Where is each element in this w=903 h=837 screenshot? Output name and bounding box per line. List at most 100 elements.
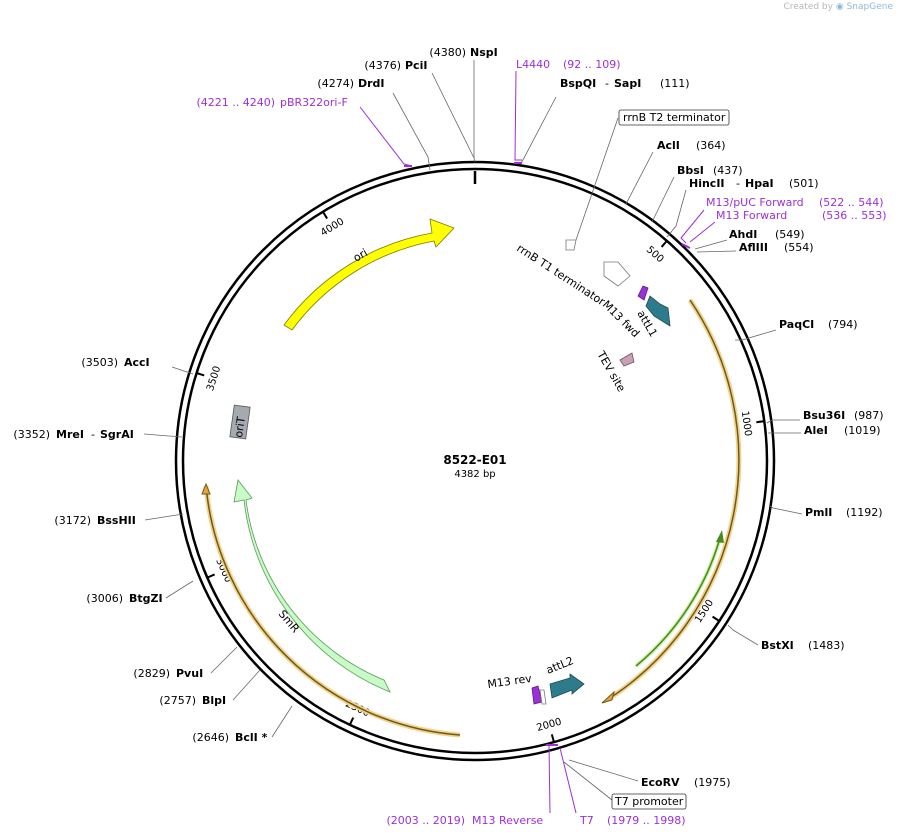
orit-label: oriT bbox=[232, 416, 248, 439]
primer-l4440: L4440 bbox=[516, 58, 550, 71]
orf-right bbox=[609, 299, 740, 699]
rrnb-t2-shape bbox=[565, 239, 577, 251]
primer-leader-t7 bbox=[559, 747, 577, 814]
site-bspqi-sep: - bbox=[605, 77, 609, 90]
green-orf-arrowhead bbox=[716, 530, 724, 543]
m13-fwd-label: M13 fwd bbox=[600, 298, 642, 340]
primer-m13fwd-range: (536 .. 553) bbox=[822, 209, 887, 222]
m13puc-mark bbox=[681, 243, 691, 249]
tick-mark-3000 bbox=[206, 573, 216, 579]
site-blpi-pos: (2757) bbox=[159, 694, 196, 707]
primer-m13rev: M13 Reverse bbox=[472, 814, 543, 827]
attl1-shape bbox=[645, 295, 671, 327]
m13-rev-outline bbox=[539, 689, 547, 705]
leader-drdi bbox=[392, 92, 431, 171]
tick-label-4000: 4000 bbox=[319, 216, 346, 239]
tick-label-1000: 1000 bbox=[739, 410, 753, 437]
leader-bsu36i bbox=[766, 419, 800, 424]
leader-bsshii bbox=[144, 513, 184, 521]
site-paqci-pos: (794) bbox=[828, 318, 858, 331]
site-pvui: PvuI bbox=[176, 667, 203, 680]
site-bbsi: BbsI bbox=[677, 164, 704, 177]
primer-m13puc: M13/pUC Forward bbox=[706, 196, 804, 209]
orit-box bbox=[229, 404, 251, 440]
attl2-label: attL2 bbox=[544, 654, 575, 677]
leader-rrnbt2 bbox=[575, 117, 619, 241]
leader-btgzi bbox=[165, 580, 194, 599]
site-paqci: PaqCI bbox=[779, 318, 814, 331]
site-bstxi-pos: (1483) bbox=[808, 639, 845, 652]
site-hincii: HincII bbox=[689, 177, 725, 190]
site-bspqi-pos: (111) bbox=[660, 77, 690, 90]
site-pmli-pos: (1192) bbox=[846, 506, 883, 519]
site-bstxi: BstXI bbox=[761, 639, 794, 652]
t7-promoter-label: T7 promoter bbox=[614, 795, 684, 808]
site-acli-pos: (364) bbox=[696, 139, 726, 152]
site-bspqi: BspQI bbox=[560, 77, 596, 90]
leader-acli bbox=[625, 151, 654, 205]
leader-blpi bbox=[232, 669, 261, 701]
site-btgzi: BtgZI bbox=[129, 592, 163, 605]
site-ahdi-pos: (549) bbox=[775, 228, 805, 241]
site-hpai: HpaI bbox=[745, 177, 774, 190]
site-bbsi-pos: (437) bbox=[713, 164, 743, 177]
site-ahdi: AhdI bbox=[729, 228, 757, 241]
site-mrei: MreI bbox=[56, 428, 84, 441]
orf-right-arrowhead bbox=[601, 690, 615, 704]
leader-t7promoter bbox=[563, 761, 613, 801]
primer-t7: T7 bbox=[579, 814, 594, 827]
leader-afliii bbox=[696, 250, 737, 253]
leader-nspi bbox=[473, 60, 476, 163]
leader-bspqi bbox=[520, 96, 557, 164]
site-pcii-pos: (4376) bbox=[364, 59, 401, 72]
site-mrei-sep: - bbox=[91, 428, 95, 441]
rrnb-t2-label: rrnB T2 terminator bbox=[623, 111, 726, 124]
primer-m13rev-range: (2003 .. 2019) bbox=[386, 814, 465, 827]
site-bsshii-pos: (3172) bbox=[54, 514, 91, 527]
site-bsshii: BssHII bbox=[97, 514, 136, 527]
smr-arrow bbox=[233, 479, 391, 693]
tick-mark-2000 bbox=[550, 734, 555, 743]
site-drdi-pos: (4274) bbox=[317, 77, 354, 90]
credit-prefix: Created by bbox=[783, 2, 833, 12]
leader-bbsi bbox=[651, 176, 675, 223]
primer-leader-m13fwd bbox=[689, 221, 716, 243]
leader-pvui bbox=[210, 646, 238, 674]
primer-t7-range: (1979 .. 1998) bbox=[607, 814, 686, 827]
site-bcli: BclI * bbox=[235, 731, 268, 744]
site-afliii-pos: (554) bbox=[784, 241, 814, 254]
tick-mark-1500 bbox=[712, 615, 720, 622]
rrnb-t1-shape bbox=[603, 261, 631, 287]
site-bsu36i-pos: (987) bbox=[854, 409, 884, 422]
leader-paqci bbox=[735, 329, 777, 341]
orf-left-glow bbox=[203, 485, 461, 738]
attl2-shape bbox=[549, 673, 585, 699]
site-alei: AleI bbox=[804, 424, 828, 437]
tev-shape bbox=[619, 352, 635, 367]
backbone-inner bbox=[181, 167, 769, 755]
tick-mark-4000 bbox=[322, 211, 328, 220]
leader-bcli bbox=[271, 705, 293, 738]
primer-m13puc-range: (522 .. 544) bbox=[819, 196, 884, 209]
ori-arrow bbox=[283, 218, 455, 331]
orf-left-arrowhead bbox=[201, 482, 211, 495]
site-blpi: BlpI bbox=[202, 694, 226, 707]
snapgene-credit: Created by ◉ SnapGene bbox=[783, 2, 893, 12]
leader-acci bbox=[171, 366, 194, 375]
site-alei-pos: (1019) bbox=[844, 424, 881, 437]
t7-promoter-box bbox=[611, 793, 687, 810]
tev-label: TEV site bbox=[594, 348, 628, 394]
orf-left bbox=[205, 485, 461, 736]
site-pvui-pos: (2829) bbox=[133, 667, 170, 680]
site-afliii: AflIII bbox=[739, 241, 768, 254]
leader-mrei bbox=[143, 433, 183, 438]
tick-label-3500: 3500 bbox=[205, 365, 223, 393]
leader-pmli bbox=[769, 505, 803, 515]
site-nspi-pos: (4380) bbox=[429, 46, 466, 59]
site-pmli: PmlI bbox=[805, 506, 832, 519]
tick-mark-2500 bbox=[348, 717, 355, 726]
site-acci-pos: (3503) bbox=[81, 356, 118, 369]
smr-label: SmR bbox=[276, 608, 302, 636]
primer-leader-l4440 bbox=[514, 70, 522, 161]
